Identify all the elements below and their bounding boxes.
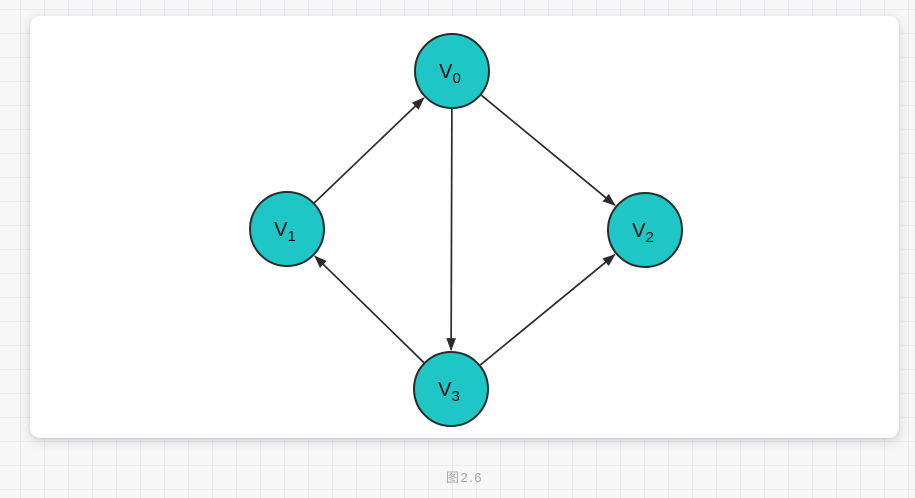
- graph-node-V0: V0: [414, 33, 490, 109]
- graph-node-V2: V2: [607, 192, 683, 268]
- node-circle-V2: [607, 192, 683, 268]
- node-circle-V0: [414, 33, 490, 109]
- figure-caption: 图2.6: [445, 470, 484, 485]
- edge-V0-to-V3: [446, 108, 457, 352]
- graph-node-V3: V3: [413, 351, 489, 427]
- graph-node-V1: V1: [249, 191, 325, 267]
- edge-V0-to-V2: [480, 94, 616, 206]
- edge-V3-to-V2: [479, 254, 616, 366]
- node-circle-V1: [249, 191, 325, 267]
- node-circle-V3: [413, 351, 489, 427]
- edge-V1-to-V0: [313, 97, 425, 204]
- edge-V3-to-V1: [314, 255, 425, 364]
